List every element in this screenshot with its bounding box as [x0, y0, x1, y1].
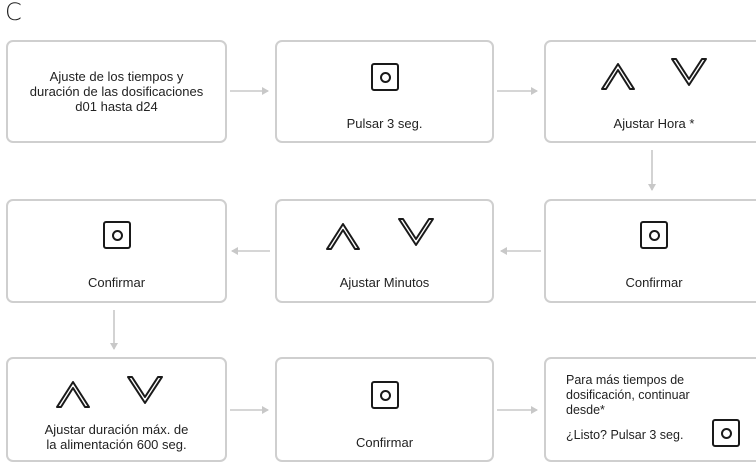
step-6-box: Confirmar: [6, 199, 227, 303]
button-icon: [371, 63, 399, 91]
step-9-text-line-2: dosificación, continuar: [566, 388, 690, 402]
step-4-text: Confirmar: [625, 275, 683, 290]
step-1-text-line-2: duración de las dosificaciones: [29, 84, 204, 99]
step-5-box: Ajustar Minutos: [275, 199, 494, 303]
step-1-text-line-1: Ajuste de los tiempos y: [49, 69, 184, 84]
section-label: C: [5, 0, 22, 26]
step-9-box: Para más tiempos de dosificación, contin…: [544, 357, 756, 462]
step-6-text: Confirmar: [87, 275, 146, 290]
button-icon: [103, 221, 131, 249]
step-1-text-line-3: d01 hasta d24: [75, 99, 158, 114]
step-8-text: Confirmar: [355, 435, 414, 450]
step-9-text-done: ¿Listo? Pulsar 3 seg.: [566, 428, 684, 442]
down-arrow-icon: [127, 376, 163, 404]
up-arrow-icon: [601, 63, 635, 90]
step-7-text-line-2: la alimentación 600 seg.: [46, 437, 187, 452]
button-icon: [712, 419, 740, 447]
button-icon: [371, 381, 399, 409]
up-arrow-icon: [326, 223, 360, 250]
step-4-box: Confirmar: [544, 199, 756, 303]
step-9-text-line-3: desde*: [566, 403, 605, 417]
step-5-text: Ajustar Minutos: [339, 275, 430, 290]
step-1-box: Ajuste de los tiempos y duración de las …: [6, 40, 227, 143]
step-7-text-line-1: Ajustar duración máx. de: [44, 422, 189, 437]
button-icon: [640, 221, 668, 249]
step-3-text: Ajustar Hora *: [613, 116, 695, 131]
step-2-text: Pulsar 3 seg.: [346, 116, 423, 131]
step-3-box: Ajustar Hora *: [544, 40, 756, 143]
step-9-text-line-1: Para más tiempos de: [566, 373, 685, 387]
down-arrow-icon: [398, 218, 434, 246]
step-8-box: Confirmar: [275, 357, 494, 462]
down-arrow-icon: [671, 58, 707, 86]
up-arrow-icon: [56, 381, 90, 408]
step-2-box: Pulsar 3 seg.: [275, 40, 494, 143]
step-7-box: Ajustar duración máx. de la alimentación…: [6, 357, 227, 462]
